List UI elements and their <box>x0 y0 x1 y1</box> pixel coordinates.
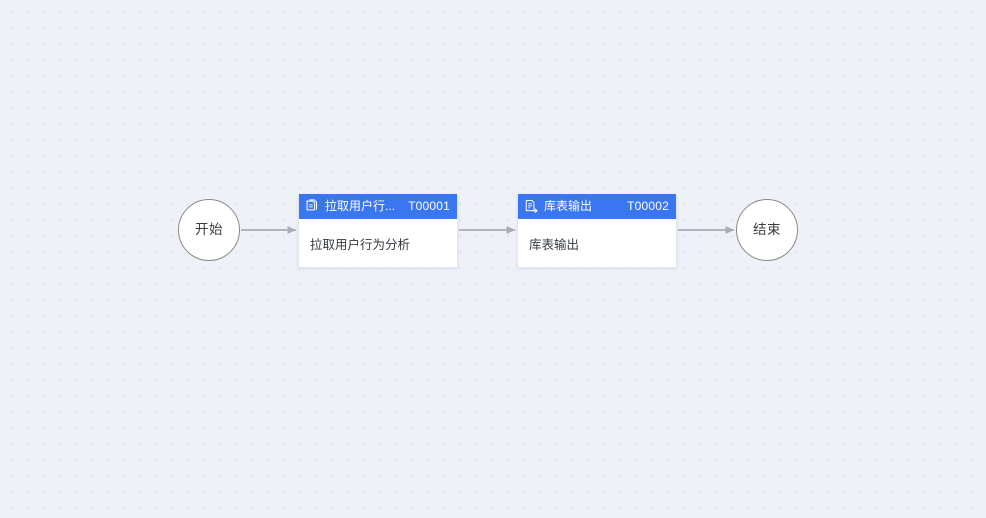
node-task-t00001-header[interactable]: 拉取用户行... T00001 <box>299 194 457 219</box>
node-task-t00002-body-text: 库表输出 <box>529 237 580 252</box>
node-task-t00002-title: 库表输出 <box>544 199 593 213</box>
node-task-t00001-body: 拉取用户行为分析 <box>299 219 457 267</box>
node-end-label: 结束 <box>753 222 781 238</box>
node-start[interactable]: 开始 <box>178 199 240 261</box>
documents-copy-icon <box>305 199 320 214</box>
node-start-label: 开始 <box>195 222 223 238</box>
node-task-t00001-body-text: 拉取用户行为分析 <box>310 237 411 252</box>
node-task-t00001-code: T00001 <box>408 199 450 213</box>
node-task-t00001-title: 拉取用户行... <box>325 199 396 213</box>
node-task-t00002[interactable]: 库表输出 T00002 库表输出 <box>517 194 677 268</box>
node-task-t00002-body: 库表输出 <box>518 219 676 267</box>
node-end[interactable]: 结束 <box>736 199 798 261</box>
node-task-t00001[interactable]: 拉取用户行... T00001 拉取用户行为分析 <box>298 194 458 268</box>
node-task-t00002-header[interactable]: 库表输出 T00002 <box>518 194 676 219</box>
document-export-icon <box>524 199 539 214</box>
node-task-t00002-code: T00002 <box>627 199 669 213</box>
